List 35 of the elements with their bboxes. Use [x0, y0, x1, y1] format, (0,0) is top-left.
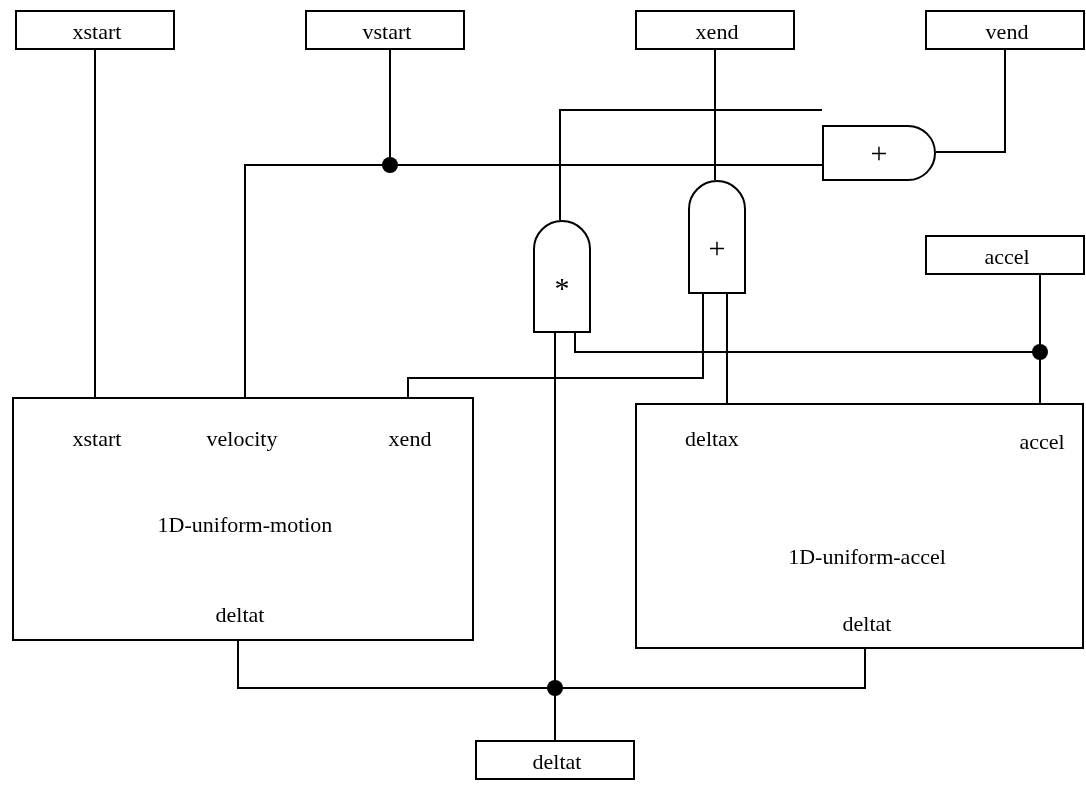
adder-gate	[822, 125, 936, 181]
multiplier-gate	[533, 220, 591, 333]
port-label: xend	[388, 428, 432, 450]
block-title: 1D-uniform-motion	[157, 514, 333, 536]
adder-gate	[688, 180, 746, 294]
operator-symbol: +	[708, 233, 726, 264]
port-label: velocity	[206, 428, 278, 450]
variable-box	[475, 740, 635, 780]
port-label: accel	[1019, 431, 1065, 453]
variable-name: accel	[984, 246, 1030, 268]
constraint-block	[635, 403, 1084, 649]
port-label: deltat	[215, 604, 265, 626]
port-label: deltax	[685, 428, 739, 450]
variable-box	[925, 235, 1085, 275]
connector-line	[714, 49, 716, 181]
variable-box	[635, 10, 795, 50]
variable-name: vend	[985, 21, 1029, 43]
variable-name: deltat	[532, 751, 582, 773]
variable-name: vstart	[362, 21, 412, 43]
variable-box	[15, 10, 175, 50]
connector-line	[726, 293, 728, 404]
connector-line	[559, 109, 823, 221]
port-label: deltat	[842, 613, 892, 635]
connector-line	[94, 49, 96, 398]
variable-name: xend	[695, 21, 739, 43]
port-label: xstart	[72, 428, 122, 450]
block-title: 1D-uniform-accel	[788, 546, 946, 568]
constraint-block	[12, 397, 474, 641]
operator-symbol: *	[554, 272, 570, 303]
connector-line	[935, 49, 1006, 153]
operator-symbol: +	[870, 138, 888, 168]
connector-line	[407, 293, 704, 398]
variable-box	[305, 10, 465, 50]
variable-name: xstart	[72, 21, 122, 43]
variable-box	[925, 10, 1085, 50]
